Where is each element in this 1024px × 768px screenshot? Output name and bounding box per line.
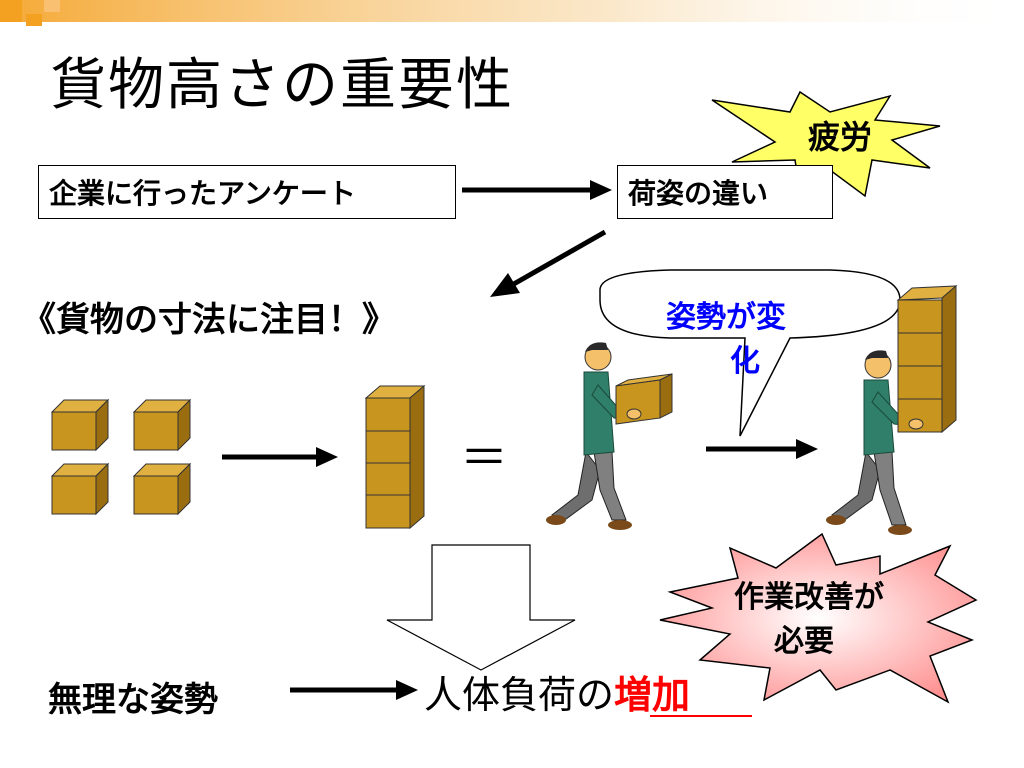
body-load-increase: 増加 xyxy=(614,673,691,717)
body-load-text: 人体負荷の増加 xyxy=(424,664,690,719)
page-title: 貨物高さの重要性 xyxy=(50,53,514,118)
equals-sign: ＝ xyxy=(460,430,509,486)
body-load-prefix: 人体負荷の xyxy=(424,673,615,717)
survey-box: 企業に行ったアンケート xyxy=(38,165,456,219)
cube-top-left xyxy=(50,398,110,452)
cube-bottom-left xyxy=(50,462,110,516)
worker-one-box xyxy=(546,342,673,530)
fatigue-label: 疲労 xyxy=(808,118,873,156)
improvement-needed-line1: 作業改善が xyxy=(734,580,884,615)
header-decoration xyxy=(0,0,1024,26)
worker-tall-stack xyxy=(826,284,958,535)
fatigue-burst-shape xyxy=(711,90,941,198)
unreasonable-posture-text: 無理な姿勢 xyxy=(48,680,218,720)
tall-stack-center xyxy=(364,384,426,530)
posture-change-line2: 化 xyxy=(730,344,760,379)
cube-top-right xyxy=(132,398,192,452)
packaging-difference-box: 荷姿の違い xyxy=(617,165,833,219)
improvement-burst-shape xyxy=(659,532,978,704)
dimension-focus-text: 《貨物の寸法に注目！》 xyxy=(22,300,396,340)
posture-change-line1: 姿勢が変 xyxy=(666,300,786,335)
down-arrow-hollow xyxy=(386,544,576,671)
improvement-needed-line2: 必要 xyxy=(774,624,834,659)
cube-bottom-right xyxy=(132,462,192,516)
